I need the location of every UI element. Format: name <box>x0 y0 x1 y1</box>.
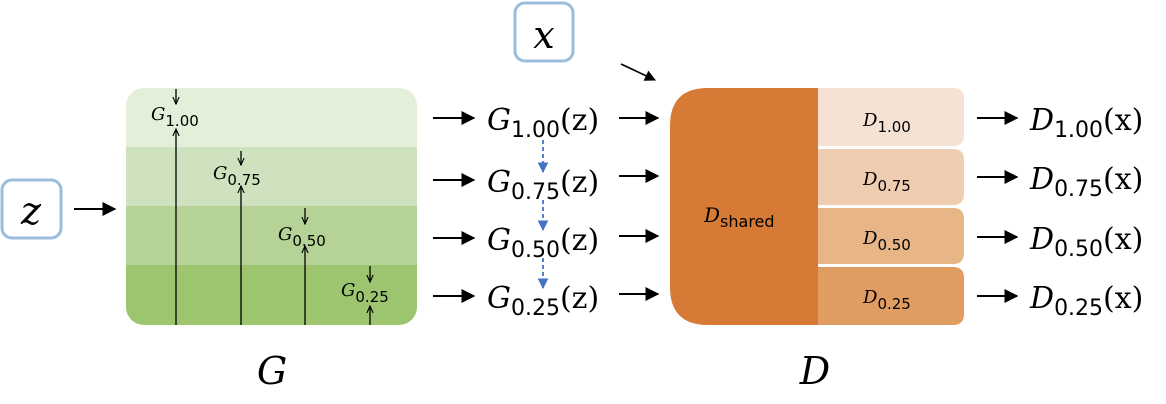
x-to-discriminator-arrow <box>620 63 657 81</box>
disc-output-100: D1.00(x) <box>1029 103 1143 143</box>
generator-band-2 <box>126 147 417 206</box>
disc-head-label-025: D0.25 <box>862 287 911 313</box>
generator-band-3 <box>126 206 417 265</box>
disc-head-label-050: D0.50 <box>862 228 911 254</box>
gen-width-label-025: G0.25 <box>341 280 389 306</box>
generator-width-arrows <box>176 89 370 325</box>
discriminator-shared-block <box>670 88 818 325</box>
discriminator-label: D <box>799 349 830 393</box>
x-box-frame <box>513 1 575 63</box>
z-box-frame <box>0 178 63 240</box>
x-input-label: x <box>533 13 554 57</box>
generator-block <box>126 88 417 325</box>
gen-to-disc-arrows <box>619 111 660 301</box>
generator-label: G <box>257 349 287 393</box>
gen-output-025: G0.25(z) <box>487 281 599 321</box>
generator-output-arrows <box>433 111 476 303</box>
disc-output-025: D0.25(x) <box>1029 281 1143 321</box>
gen-output-100: G1.00(z) <box>487 103 599 143</box>
disc-head-label-075: D0.75 <box>862 169 911 195</box>
discriminator-head-050 <box>818 208 964 264</box>
disc-head-label-100: D1.00 <box>862 110 911 136</box>
disc-output-075: D0.75(x) <box>1029 162 1143 202</box>
x-input-box: x <box>513 1 575 63</box>
z-input-box: z <box>0 178 63 240</box>
z-input-label: z <box>20 189 42 233</box>
discriminator-head-075 <box>818 149 964 205</box>
disc-output-050: D0.50(x) <box>1029 222 1143 262</box>
gen-width-label-100: G1.00 <box>151 104 199 130</box>
gen-output-050: G0.50(z) <box>487 223 599 263</box>
discriminator-output-arrows <box>977 111 1019 303</box>
gen-width-label-075: G0.75 <box>213 163 261 189</box>
discriminator-shared-label: Dshared <box>703 203 775 231</box>
gen-output-075: G0.75(z) <box>487 165 599 205</box>
discriminator-head-100 <box>818 88 964 146</box>
gen-width-label-050: G0.50 <box>278 224 326 250</box>
discriminator-head-025 <box>818 267 964 325</box>
